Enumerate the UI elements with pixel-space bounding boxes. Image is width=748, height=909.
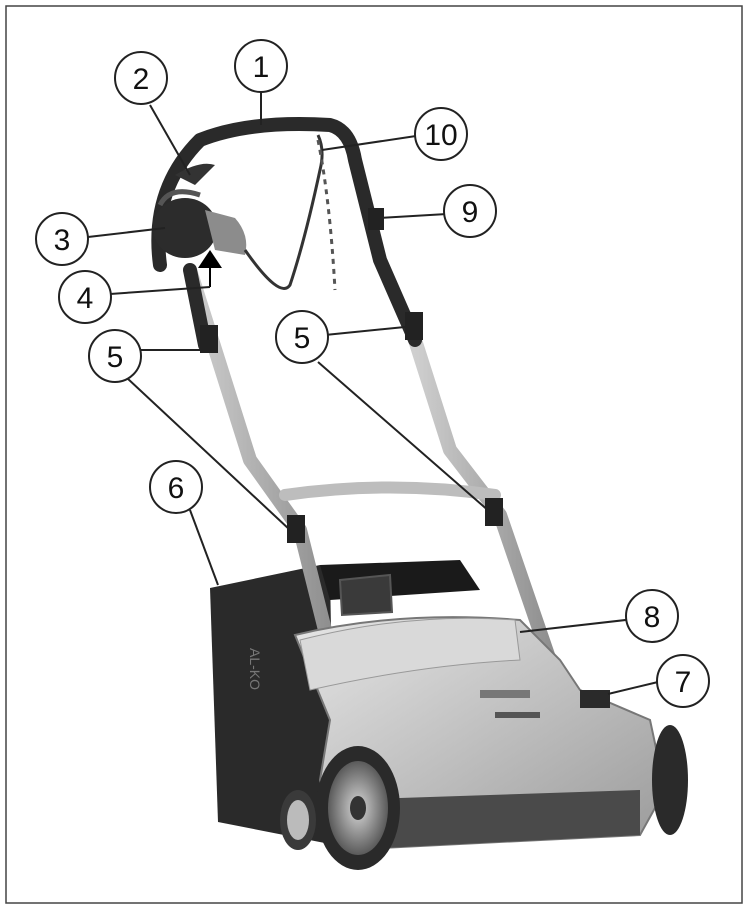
switch-box: [153, 163, 247, 258]
leader-lines: [87, 92, 659, 695]
right-wheel: [652, 725, 688, 835]
callout-9: 9: [443, 184, 497, 238]
callout-7: 7: [656, 654, 710, 708]
callout-2: 2: [114, 51, 168, 105]
callout-1: 1: [234, 39, 288, 93]
svg-text:8: 8: [644, 601, 661, 634]
power-cable: [243, 134, 324, 290]
brand-mark: AL-KO: [247, 648, 263, 690]
svg-text:1: 1: [253, 51, 270, 84]
svg-text:9: 9: [462, 196, 479, 229]
svg-text:2: 2: [133, 63, 150, 96]
svg-text:6: 6: [168, 472, 185, 505]
svg-text:10: 10: [424, 119, 457, 152]
svg-text:7: 7: [675, 666, 692, 699]
callout-6: 6: [149, 460, 203, 514]
svg-text:5: 5: [107, 341, 124, 374]
arrow-marker: [198, 250, 222, 268]
callout-4: 4: [58, 270, 112, 324]
height-adjuster: [580, 690, 610, 708]
svg-text:3: 3: [54, 224, 71, 257]
rear-wheel: [280, 790, 316, 850]
callout-5-right: 5: [275, 310, 329, 364]
cable-hook: [316, 139, 337, 291]
svg-text:5: 5: [294, 322, 311, 355]
callout-5-left: 5: [88, 329, 142, 383]
front-wheel: [316, 746, 400, 870]
callout-3: 3: [35, 212, 89, 266]
callout-10: 10: [414, 107, 468, 161]
svg-text:4: 4: [77, 282, 94, 315]
callout-8: 8: [625, 589, 679, 643]
